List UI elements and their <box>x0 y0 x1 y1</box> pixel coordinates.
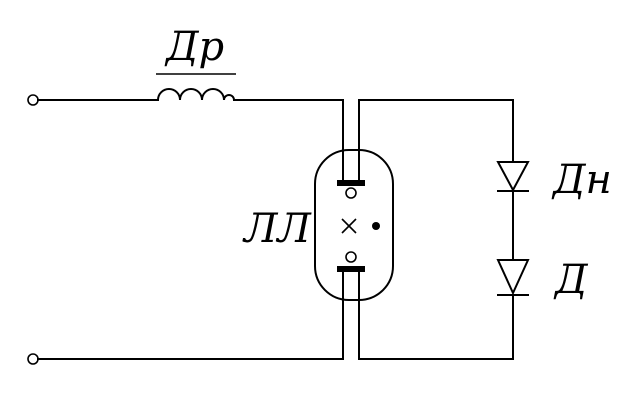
diode-2-triangle <box>496 259 530 296</box>
lamp-filament-bottom <box>345 251 357 263</box>
wire-right-bottom <box>358 267 514 360</box>
wire-bottom <box>37 267 344 360</box>
lamp-electrode-top <box>337 180 365 186</box>
lamp-electrode-bottom <box>337 266 365 272</box>
lamp-label: ЛЛ <box>242 206 312 252</box>
wire-right-top <box>358 99 514 183</box>
diode-2-label: Д <box>553 257 589 303</box>
diode-1 <box>496 161 530 193</box>
lamp-filament-top <box>345 187 357 199</box>
wire-choke-to-lamp <box>233 99 344 183</box>
choke-coil <box>156 88 236 102</box>
lamp-dot <box>372 222 380 230</box>
lamp-cross-b <box>341 218 357 234</box>
diode-1-triangle <box>496 161 530 193</box>
terminal-bottom <box>27 353 39 365</box>
choke-label: Др <box>164 24 224 70</box>
lamp-body <box>314 149 394 301</box>
diode-2 <box>496 259 530 296</box>
diode-1-label: Дн <box>551 157 612 203</box>
terminal-top <box>27 94 39 106</box>
